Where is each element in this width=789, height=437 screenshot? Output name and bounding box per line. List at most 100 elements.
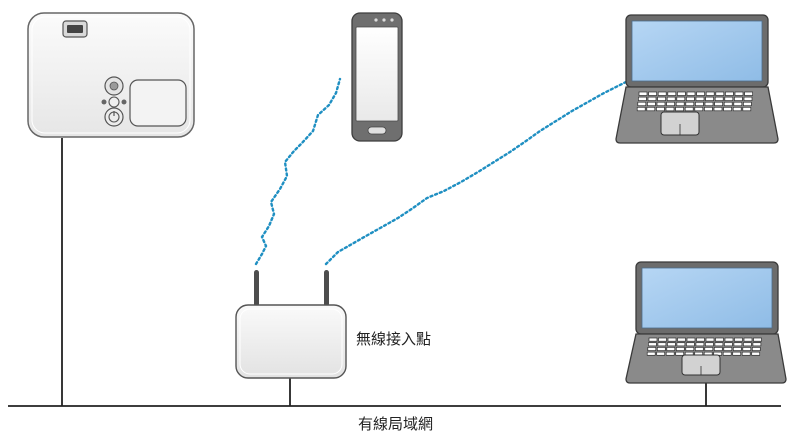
- keyboard-key: [648, 337, 658, 342]
- keyboard-key: [695, 101, 704, 107]
- keyboard-key: [733, 101, 743, 107]
- keyboard-key: [686, 91, 696, 96]
- keyboard-key: [743, 101, 752, 107]
- keyboard-key: [675, 347, 685, 351]
- keyboard-key: [666, 96, 676, 101]
- keyboard-key: [675, 351, 685, 356]
- keyboard-key: [648, 91, 657, 96]
- laptop-icon: [625, 261, 787, 384]
- keyboard-key: [677, 337, 686, 342]
- projector-control-panel: [101, 76, 187, 127]
- keyboard-key: [724, 337, 734, 342]
- keyboard-key: [714, 342, 724, 347]
- keyboard-key: [696, 91, 705, 96]
- keyboard-key: [677, 91, 686, 96]
- keyboard-key: [723, 101, 733, 107]
- keyboard-key: [657, 342, 667, 347]
- keyboard-key: [722, 351, 732, 356]
- keyboard-key: [704, 347, 714, 351]
- keyboard-key: [695, 96, 705, 101]
- keyboard-key: [685, 101, 695, 107]
- projector-lens-cover: [62, 20, 88, 38]
- keyboard-key: [695, 342, 705, 347]
- keyboard-key: [665, 106, 675, 112]
- keyboard-key: [734, 96, 743, 101]
- keyboard-key: [705, 91, 715, 96]
- keyboard-key: [656, 351, 666, 356]
- keyboard-key: [638, 91, 648, 96]
- keyboard-key: [696, 337, 705, 342]
- keyboard-key: [637, 101, 647, 107]
- keyboard-key: [724, 96, 734, 101]
- keyboard-key: [715, 337, 724, 342]
- keyboard-key: [685, 347, 695, 351]
- keyboard-key: [647, 96, 657, 101]
- wifi-signal-to-phone: [254, 77, 342, 266]
- keyboard-key: [647, 101, 656, 107]
- keyboard-key: [657, 96, 666, 101]
- wifi-signals: [254, 77, 632, 266]
- keyboard-key: [744, 91, 753, 96]
- keyboard-key: [704, 101, 714, 107]
- keyboard-key: [732, 106, 742, 112]
- keyboard-key: [684, 106, 694, 112]
- keyboard-key: [714, 101, 723, 107]
- keyboard-key: [646, 106, 656, 112]
- keyboard-key: [648, 342, 657, 347]
- keyboard-key: [686, 96, 695, 101]
- keyboard-key: [656, 347, 666, 351]
- keyboard-key: [667, 342, 676, 347]
- keyboard-key: [676, 96, 686, 101]
- keyboard-key: [657, 91, 667, 96]
- projector-power-button: [104, 107, 124, 127]
- keyboard-key: [733, 342, 743, 347]
- wifi-signal-to-laptop: [324, 78, 632, 266]
- keyboard-key: [725, 91, 734, 96]
- keyboard-key: [752, 342, 762, 347]
- keyboard-key: [658, 337, 667, 342]
- keyboard-key: [742, 106, 752, 112]
- keyboard-key: [675, 101, 685, 107]
- keyboard-key: [667, 337, 677, 342]
- keyboard-key: [694, 106, 704, 112]
- wireless-access-point-icon: [235, 270, 347, 379]
- keyboard-key: [734, 337, 743, 342]
- keyboard-key: [743, 337, 753, 342]
- keyboard-key: [705, 342, 714, 347]
- keyboard-key: [732, 347, 742, 351]
- keyboard-key: [666, 101, 675, 107]
- keyboard-key: [656, 106, 665, 112]
- keyboard-key: [686, 342, 695, 347]
- keyboard-key: [705, 96, 714, 101]
- keyboard-key: [734, 91, 744, 96]
- keyboard-key: [665, 351, 675, 356]
- keyboard-key: [647, 347, 657, 351]
- keyboard-key: [741, 351, 751, 356]
- keyboard-key: [713, 347, 723, 351]
- smartphone-icon: [351, 12, 403, 142]
- wired-lan: [8, 138, 781, 407]
- keyboard-key: [751, 347, 761, 351]
- phone-home-button: [367, 126, 387, 135]
- keyboard-key: [686, 337, 696, 342]
- keyboard-key: [724, 342, 733, 347]
- projector-menu-button: [108, 96, 120, 108]
- keyboard-key: [667, 91, 677, 96]
- keyboard-key: [636, 106, 646, 112]
- keyboard-key: [723, 347, 733, 351]
- wired-lan-label: 有線局域網: [358, 415, 434, 433]
- access-point-label: 無線接入點: [356, 330, 432, 348]
- keyboard-key: [676, 342, 686, 347]
- keyboard-key: [743, 342, 752, 347]
- keyboard-key: [714, 96, 724, 101]
- keyboard-key: [638, 96, 647, 101]
- keyboard-key: [705, 337, 715, 342]
- keyboard-key: [675, 106, 684, 112]
- keyboard-key: [715, 91, 725, 96]
- keyboard-key: [753, 337, 762, 342]
- keyboard-key: [732, 351, 742, 356]
- laptop-icon: [615, 14, 779, 144]
- keyboard-key: [743, 96, 753, 101]
- keyboard-key: [656, 101, 666, 107]
